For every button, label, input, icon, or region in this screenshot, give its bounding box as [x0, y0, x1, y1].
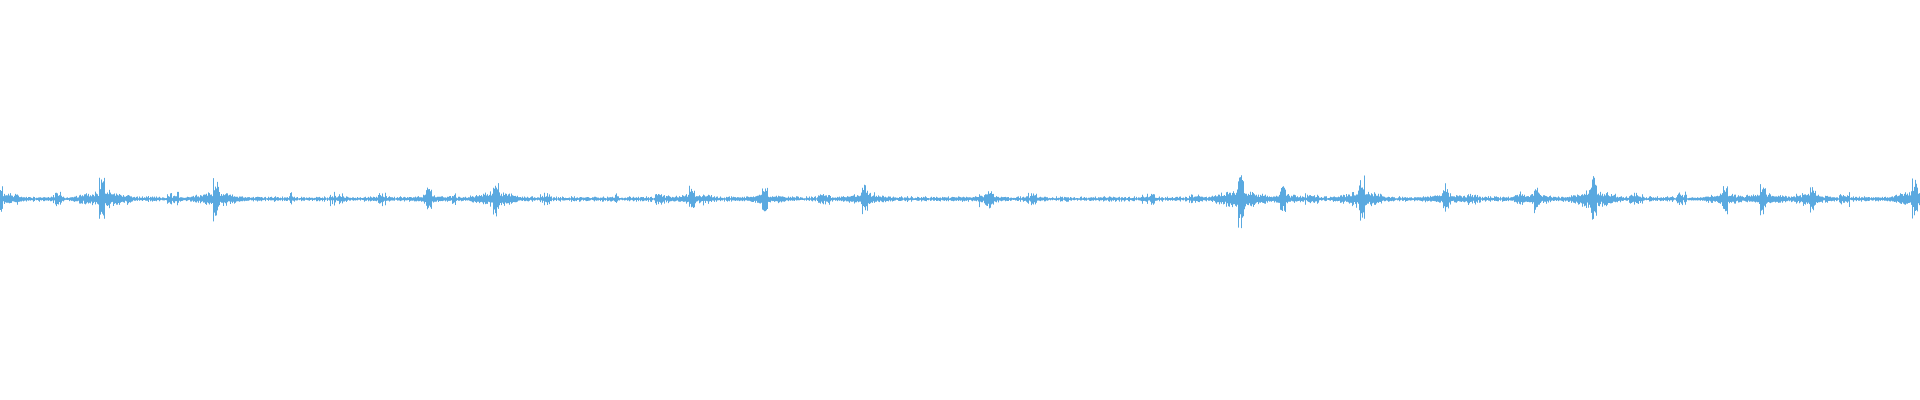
waveform-trace: [0, 175, 1920, 229]
waveform-samples: [0, 175, 1920, 229]
